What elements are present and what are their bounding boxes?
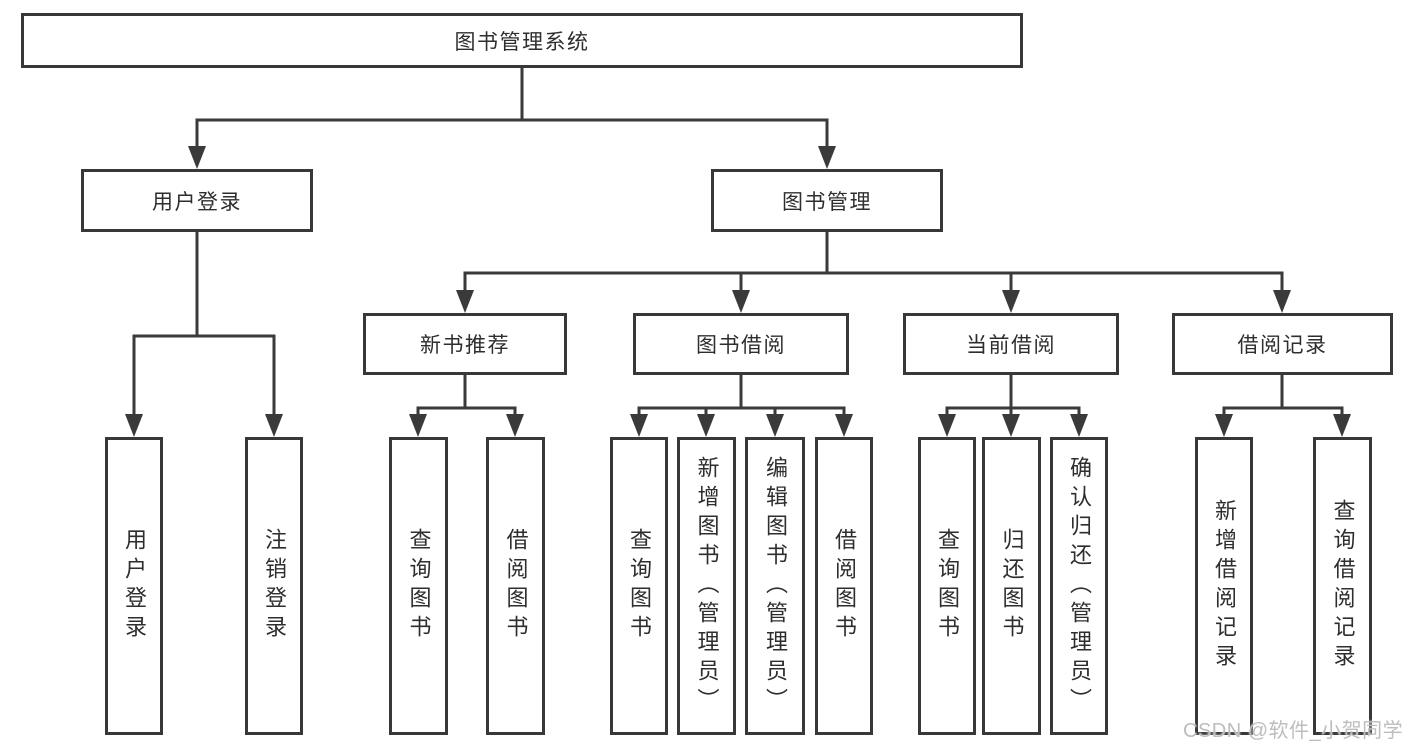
connector-book-management-to-level3	[463, 232, 1284, 296]
node-label: 查询图书	[406, 528, 432, 644]
node-label: 新书推荐	[420, 334, 510, 357]
node-label: 用户登录	[122, 528, 147, 644]
node-label: 编辑图书（管理员）	[763, 455, 788, 717]
node-label: 借阅图书	[832, 528, 857, 644]
node-label: 新增图书（管理员）	[694, 455, 720, 717]
node-label: 用户登录	[152, 190, 242, 214]
connector-borrow-records-to-leaves	[1222, 375, 1344, 420]
node-label: 借阅记录	[1237, 334, 1328, 357]
connector-current-borrow-to-leaves	[945, 375, 1081, 420]
leaf-borrow-books-recommend: 借阅图书	[486, 437, 545, 735]
leaf-query-borrow-record: 查询借阅记录	[1313, 437, 1372, 735]
leaf-add-books-admin: 新增图书（管理员）	[677, 437, 736, 735]
leaf-add-borrow-record: 新增借阅记录	[1195, 437, 1253, 735]
leaf-return-books: 归还图书	[982, 437, 1041, 735]
node-label: 注销登录	[262, 528, 287, 644]
connector-root-to-level2	[195, 68, 829, 152]
node-borrowing-records: 借阅记录	[1172, 313, 1393, 375]
connector-book-borrow-to-leaves	[637, 375, 846, 420]
connector-user-login-to-leaves	[132, 232, 276, 420]
leaf-query-books-current: 查询图书	[918, 437, 976, 735]
node-label: 图书管理系统	[454, 30, 590, 54]
node-label: 归还图书	[999, 528, 1025, 644]
leaf-edit-books-admin: 编辑图书（管理员）	[745, 437, 805, 735]
connector-new-book-to-leaves	[416, 375, 517, 420]
leaf-query-books-borrow: 查询图书	[610, 437, 668, 735]
node-label: 查询图书	[935, 528, 960, 644]
node-label: 当前借阅	[966, 334, 1056, 357]
leaf-query-books-recommend: 查询图书	[389, 437, 448, 735]
node-label: 查询借阅记录	[1330, 499, 1356, 673]
node-new-book-recommendation: 新书推荐	[363, 313, 567, 375]
node-label: 图书借阅	[696, 334, 786, 357]
node-user-login: 用户登录	[81, 169, 313, 232]
node-label: 查询图书	[627, 528, 652, 644]
leaf-confirm-return-admin: 确认归还（管理员）	[1050, 437, 1108, 735]
leaf-logout: 注销登录	[245, 437, 303, 735]
node-current-borrowing: 当前借阅	[903, 313, 1119, 375]
leaf-user-login: 用户登录	[105, 437, 163, 735]
node-label: 图书管理	[782, 190, 872, 214]
node-label: 新增借阅记录	[1212, 499, 1237, 673]
leaf-borrow-books: 借阅图书	[815, 437, 873, 735]
node-book-borrowing: 图书借阅	[633, 313, 849, 375]
arrowheads	[125, 146, 1351, 437]
node-label: 借阅图书	[503, 528, 529, 644]
node-library-management-system: 图书管理系统	[21, 13, 1023, 68]
node-label: 确认归还（管理员）	[1067, 455, 1092, 717]
node-book-management: 图书管理	[711, 169, 943, 232]
csdn-watermark: CSDN @软件_小贺同学	[1183, 720, 1404, 742]
